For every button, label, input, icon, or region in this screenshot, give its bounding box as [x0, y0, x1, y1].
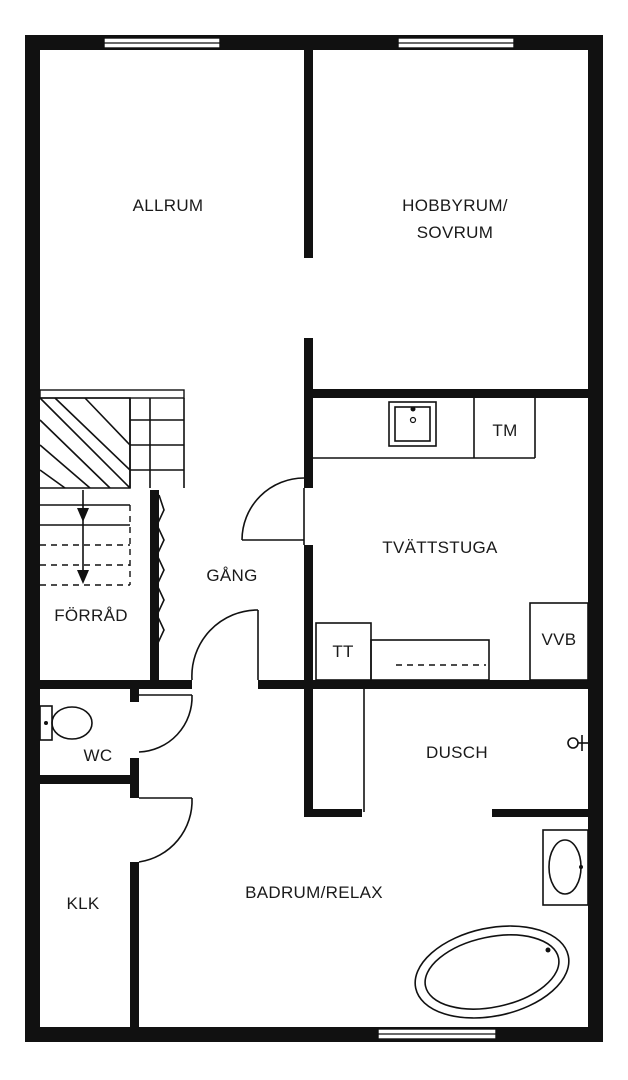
laundry-door — [241, 477, 305, 545]
stair-edge — [156, 494, 165, 646]
water-heater-box — [529, 602, 589, 681]
laundry-bench — [370, 639, 490, 681]
klk-door — [138, 797, 193, 863]
room-label-hobbyrum-line2: SOVRUM — [417, 223, 493, 242]
room-label-forrad: FÖRRÅD — [54, 606, 128, 625]
shower-head-icon — [567, 735, 588, 751]
room-label-klk: KLK — [66, 894, 99, 913]
corridor-door — [191, 609, 259, 681]
fixture-label-vvb: VVB — [542, 630, 577, 649]
interior-walls — [40, 50, 588, 1027]
fixture-label-tm: TM — [492, 421, 517, 440]
fixture-label-tt: TT — [332, 642, 353, 661]
window-bottom — [377, 1028, 497, 1040]
room-label-tvattstuga: TVÄTTSTUGA — [382, 538, 498, 557]
window-top-left — [103, 37, 221, 49]
bathtub — [414, 925, 570, 1019]
bathroom-sink — [542, 829, 589, 906]
toilet — [39, 705, 93, 741]
window-top-right — [397, 37, 515, 49]
room-label-hobbyrum-line1: HOBBYRUM/ — [402, 196, 508, 215]
room-label-allrum: ALLRUM — [133, 196, 204, 215]
room-label-dusch: DUSCH — [426, 743, 488, 762]
room-label-badrum: BADRUM/RELAX — [245, 883, 383, 902]
laundry-sink — [388, 401, 437, 447]
room-label-gang: GÅNG — [206, 566, 257, 585]
laundry-counter — [313, 398, 536, 459]
staircase — [39, 389, 185, 586]
wc-door — [138, 694, 193, 753]
room-label-wc: WC — [84, 746, 113, 765]
